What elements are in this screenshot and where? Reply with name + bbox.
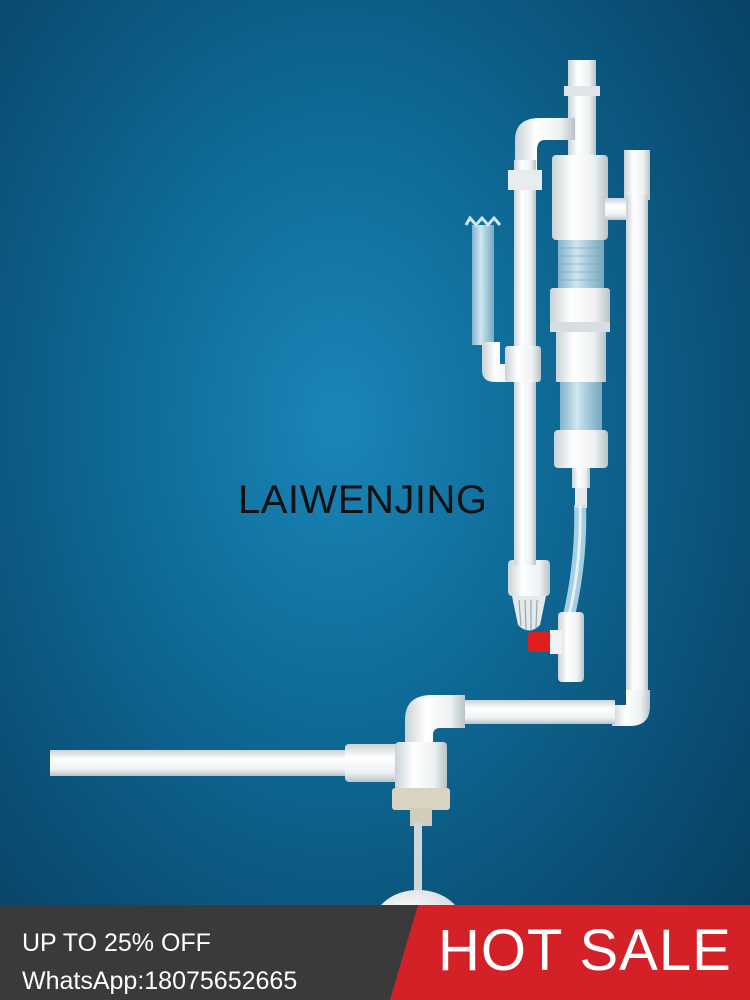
bottom-horizontal-pipe [455, 700, 615, 724]
discount-text: UP TO 25% OFF [22, 929, 211, 957]
drain-valve-body [558, 612, 584, 682]
red-drain-valve [528, 632, 552, 652]
filter-collar [550, 288, 610, 326]
strainer-tip [512, 596, 546, 631]
filter-clear-chamber [560, 382, 602, 432]
float-valve-nut [392, 788, 450, 810]
float-rod [414, 822, 422, 892]
promo-banner: UP TO 25% OFF WhatsApp:18075652665 HOT S… [0, 905, 750, 1000]
level-indicator-tube [472, 225, 494, 345]
hot-sale-red-panel [390, 905, 750, 1000]
brand-watermark: LAIWENJING [238, 478, 488, 522]
top-stub-pipe [568, 60, 596, 160]
filter-bottom-cap [554, 430, 608, 468]
filter-body [556, 332, 606, 382]
long-horizontal-arm [50, 750, 350, 776]
right-tall-pipe-top [624, 150, 650, 200]
left-vertical-pipe [514, 160, 536, 520]
bottom-right-elbow [612, 690, 650, 726]
whatsapp-contact: WhatsApp:18075652665 [22, 967, 298, 995]
filter-cap-top [552, 155, 608, 240]
strainer-cap [508, 560, 550, 596]
float-valve-body [395, 742, 447, 790]
hot-sale-label: HOT SALE [438, 918, 732, 983]
right-tall-pipe [626, 195, 648, 695]
